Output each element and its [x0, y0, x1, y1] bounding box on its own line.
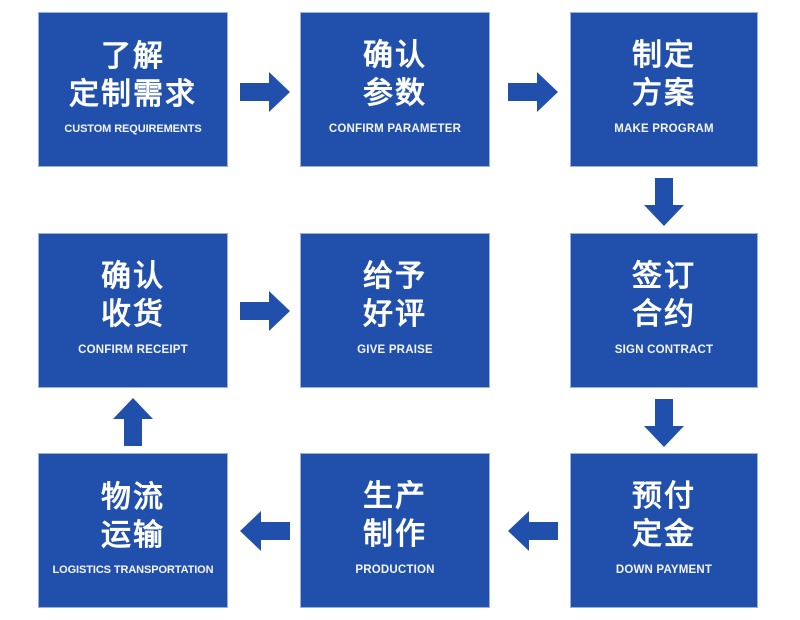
flow-node-cn-line2: 合约	[632, 298, 696, 332]
flow-node-cn-line2: 收货	[101, 298, 165, 332]
flow-node-step-5[interactable]: 预付 定金 DOWN PAYMENT	[570, 453, 758, 608]
arrow-left-step5-step6	[508, 511, 558, 551]
flow-node-step-7[interactable]: 物流 运输 LOGISTICS TRANSPORTATION	[38, 453, 228, 608]
flow-node-cn-line1: 确认	[363, 39, 427, 73]
flow-node-cn-line1: 给予	[363, 260, 427, 294]
flow-node-step-9[interactable]: 给予 好评 GIVE PRAISE	[300, 233, 490, 388]
flow-node-en-label: LOGISTICS TRANSPORTATION	[52, 564, 214, 577]
flow-node-en-label: CONFIRM PARAMETER	[328, 123, 462, 136]
flow-node-en-label: PRODUCTION	[355, 564, 435, 577]
flow-node-cn-line1: 生产	[363, 480, 427, 514]
flow-node-cn-line1: 了解	[101, 39, 165, 73]
flow-node-cn-line1: 确认	[101, 260, 165, 294]
arrow-up-step7-step8	[113, 398, 153, 446]
flow-node-step-6[interactable]: 生产 制作 PRODUCTION	[300, 453, 490, 608]
flow-node-en-label: DOWN PAYMENT	[615, 564, 713, 577]
flow-node-en-label: MAKE PROGRAM	[614, 123, 714, 136]
flow-node-en-label: SIGN CONTRACT	[614, 344, 714, 357]
flow-node-en-label: GIVE PRAISE	[357, 344, 433, 357]
flow-node-cn-line1: 制定	[632, 39, 696, 73]
flow-node-cn-line2: 定制需求	[69, 77, 197, 111]
arrow-right-step2-step3	[508, 72, 558, 112]
flow-node-step-1[interactable]: 了解 定制需求 CUSTOM REQUIREMENTS	[38, 12, 228, 167]
flow-node-step-4[interactable]: 签订 合约 SIGN CONTRACT	[570, 233, 758, 388]
arrow-right-step1-step2	[240, 72, 290, 112]
arrow-right-step8-step9	[240, 291, 290, 331]
flow-node-cn-line1: 物流	[101, 480, 165, 514]
flow-node-cn-line2: 参数	[363, 77, 427, 111]
flow-node-cn-line2: 方案	[632, 77, 696, 111]
flow-node-cn-line2: 运输	[101, 518, 165, 552]
flow-node-step-3[interactable]: 制定 方案 MAKE PROGRAM	[570, 12, 758, 167]
flow-node-cn-line1: 预付	[632, 480, 696, 514]
flow-node-en-label: CUSTOM REQUIREMENTS	[64, 123, 202, 136]
arrow-down-step3-step4	[644, 178, 684, 226]
arrow-down-step4-step5	[644, 399, 684, 447]
arrow-left-step6-step7	[240, 511, 290, 551]
flow-node-cn-line2: 制作	[363, 518, 427, 552]
flow-node-cn-line1: 签订	[632, 260, 696, 294]
flow-node-cn-line2: 好评	[363, 298, 427, 332]
flow-node-step-8[interactable]: 确认 收货 CONFIRM RECEIPT	[38, 233, 228, 388]
flow-node-en-label: CONFIRM RECEIPT	[78, 344, 188, 357]
flow-node-step-2[interactable]: 确认 参数 CONFIRM PARAMETER	[300, 12, 490, 167]
flow-node-cn-line2: 定金	[632, 518, 696, 552]
